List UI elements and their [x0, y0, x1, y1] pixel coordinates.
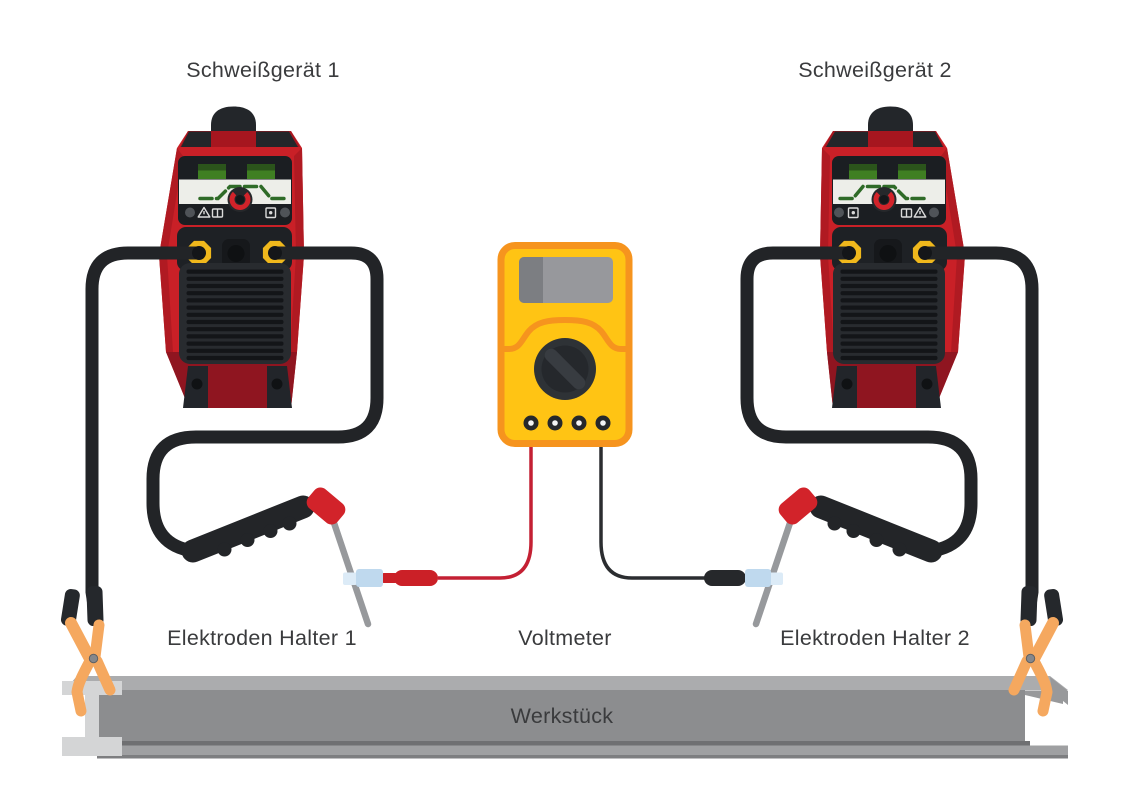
beam-end-profile: [62, 681, 122, 756]
port-3-hole: [576, 420, 582, 426]
handle-shadow-right: [256, 131, 298, 147]
handle-shadow-left: [181, 131, 211, 147]
foot-screw-left: [191, 378, 203, 390]
cable-plug-right: [268, 246, 282, 260]
cable-plug-left: [192, 246, 206, 260]
workpiece-beam: [62, 676, 1068, 759]
vent-slat: [186, 334, 284, 339]
ground-cable: [85, 246, 205, 625]
clamp-handle-left: [60, 588, 80, 627]
alligator-clip-icon-left: [356, 569, 383, 587]
beam-shadow-line: [93, 741, 1030, 746]
workpiece-label: Werkstück: [511, 704, 614, 728]
voltmeter-device: [497, 242, 633, 447]
panel-button-right: [280, 207, 290, 218]
control-panel: [178, 156, 292, 225]
clamp-handle-right: [86, 585, 104, 627]
grip-bump: [240, 533, 255, 547]
vent-slat: [186, 269, 284, 274]
electrode-cable: [146, 246, 384, 558]
mode-box-icon: [265, 207, 277, 219]
electrode-holder-icon: [181, 487, 372, 628]
black-lead-wire: [599, 444, 706, 580]
power-knob-icon: [227, 187, 253, 212]
probe-ports: [523, 415, 611, 431]
foot-screw-right: [271, 378, 283, 390]
display-screen-right-glow: [247, 170, 275, 179]
holder2-label: Elektroden Halter 2: [780, 626, 970, 650]
beam-bottom-edge: [97, 755, 1068, 759]
vent-slat: [186, 276, 284, 281]
voltmeter-face-line: [497, 316, 633, 352]
beam-bottom-flange: [97, 745, 1068, 755]
voltmeter-display-shade2: [531, 257, 543, 303]
warning-icon: [197, 206, 211, 218]
red-lead-wire: [438, 444, 533, 580]
clamp-jaw-front: [71, 655, 96, 717]
machine1-label: Schweißgerät 1: [186, 58, 340, 82]
vent-slat: [186, 319, 284, 325]
port-1-hole: [528, 420, 534, 426]
holder1-label: Elektroden Halter 1: [167, 626, 357, 650]
port-2-hole: [552, 420, 558, 426]
beam-web-face: [93, 690, 1025, 741]
alligator-clip-icon-right: [745, 569, 771, 587]
probe-icon-red: [394, 570, 438, 586]
machine-side-bevel-left: [159, 148, 183, 352]
electrode-rod: [327, 510, 372, 628]
red-probe-ferrule: [382, 573, 397, 583]
machine2-label: Schweißgerät 2: [798, 58, 952, 82]
knob-center: [235, 195, 245, 204]
mode-box-frame: [265, 207, 277, 219]
vent-slat: [186, 298, 284, 303]
voltmeter-label: Voltmeter: [518, 626, 612, 650]
vent-slat: [186, 327, 284, 332]
grip-bump: [217, 542, 232, 557]
beam-flange-end-face: [1050, 677, 1068, 705]
holder-head: [306, 487, 346, 525]
display-screen-left-glow: [198, 170, 226, 179]
panel-button-left: [185, 207, 195, 218]
center-port-hole: [227, 245, 245, 262]
carry-handle-icon: [211, 106, 256, 132]
vent-slat: [186, 283, 284, 289]
manual-icon: [211, 208, 224, 218]
port-4-hole: [600, 420, 606, 426]
rotary-dial-icon: [534, 338, 596, 400]
grip-bump: [282, 516, 297, 531]
mode-box-dot: [269, 211, 273, 215]
ground-clamp: [60, 585, 116, 717]
vent-grille-icon: [179, 263, 291, 364]
holder-grip: [181, 495, 315, 563]
dial-pointer: [544, 348, 586, 390]
clamp-arm-left: [65, 617, 95, 663]
current-waveform-icon: [198, 184, 290, 201]
vent-slat: [186, 305, 284, 310]
vent-slat: [186, 341, 284, 346]
clamp-pivot: [88, 653, 99, 664]
test-lead-red: [343, 444, 533, 587]
cable-rig-left: [60, 246, 384, 717]
grip-bump: [263, 524, 278, 538]
clamp-arm-right: [89, 619, 105, 663]
vent-slat: [186, 348, 284, 353]
test-lead-black: [599, 444, 783, 587]
vent-slat: [186, 355, 284, 361]
beam-top-flange: [65, 676, 1068, 690]
vent-slat: [186, 312, 284, 317]
alligator-clip-icon-left-tail: [343, 572, 357, 585]
clamp-jaw-rear: [91, 655, 116, 696]
knob-ring: [229, 189, 251, 210]
vent-slat: [186, 291, 284, 296]
probe-icon-black: [704, 570, 746, 586]
alligator-clip-icon-right-tail: [769, 572, 783, 585]
